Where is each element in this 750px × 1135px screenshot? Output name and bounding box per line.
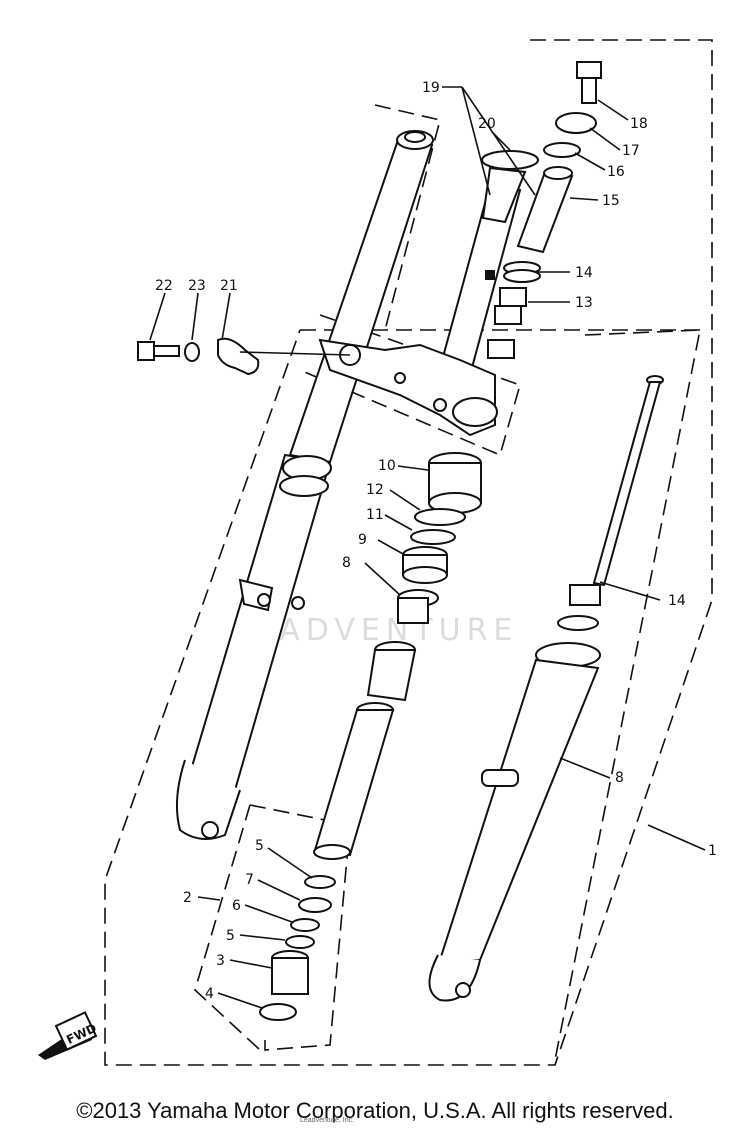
part-11-seal [402, 546, 448, 584]
seal-kit-boundary-2 [194, 804, 261, 1051]
left-outer-tube [176, 453, 332, 840]
callout-5-upper: 5 [255, 838, 264, 854]
part-12-ring [410, 529, 456, 545]
copyright-notice: ©2013 Yamaha Motor Corporation, U.S.A. A… [76, 1098, 674, 1123]
part-14-rod [557, 375, 664, 631]
callout-4: 4 [205, 986, 214, 1002]
callout-15: 13 [575, 295, 593, 311]
part-7-washer [298, 897, 332, 913]
part-10-bushing [397, 589, 439, 624]
callout-24: 22 [155, 278, 173, 294]
part-5-clip-lower [285, 935, 315, 949]
callout-9: 10 [378, 458, 396, 474]
callout-7: 7 [245, 872, 254, 888]
assembly-boundary [104, 39, 713, 1066]
callout-5-lower: 5 [226, 928, 235, 944]
callout-10: 8 [342, 555, 351, 571]
callout-8: 8 [615, 770, 624, 786]
damper-rod [313, 702, 395, 860]
fwd-arrow-icon: FWD [38, 1011, 99, 1060]
callout-19: 17 [622, 143, 640, 159]
front-fork-exploded-diagram: LEADVENTURE [38, 39, 717, 1066]
callout-17: 15 [602, 193, 620, 209]
callout-18: 16 [607, 164, 625, 180]
part-3-seal [271, 950, 309, 995]
callout-1: 1 [708, 843, 717, 859]
under-bracket [318, 338, 498, 437]
callout-3: 3 [216, 953, 225, 969]
callout-21: 19 [422, 80, 440, 96]
part-6-spring [290, 918, 320, 932]
steering-stem [438, 150, 539, 377]
callout-11: 9 [358, 532, 367, 548]
seal-kit-boundary [249, 804, 351, 1051]
part-24-bolt [137, 341, 180, 361]
part-4-ring [259, 1003, 297, 1021]
part-18-ring [543, 142, 581, 158]
part-23-clamp [217, 337, 351, 376]
callout-6: 6 [232, 898, 241, 914]
inner-boundary [554, 329, 701, 1061]
part-15-spring [487, 287, 527, 359]
callout-23: 21 [220, 278, 238, 294]
callout-2: 2 [183, 890, 192, 906]
middle-bushing [366, 641, 417, 702]
part-8-outer-tube [428, 642, 601, 1002]
part-19-washer [555, 112, 597, 134]
part-17-spacer [516, 166, 574, 254]
part-13-ring [414, 508, 466, 526]
left-inner-tube [288, 130, 434, 464]
callouts: 19 20 18 17 16 15 14 13 22 23 21 10 12 1… [155, 80, 717, 1002]
callout-25: 23 [188, 278, 206, 294]
callout-16: 14 [575, 265, 593, 281]
part-16-spring [503, 261, 541, 283]
callout-12: 11 [366, 507, 384, 523]
part-20-bolt [576, 61, 602, 104]
callout-22: 20 [478, 116, 496, 132]
part-9-cap [428, 452, 482, 514]
part-25-washer [184, 342, 200, 362]
callout-20: 18 [630, 116, 648, 132]
callout-14: 14 [668, 593, 686, 609]
part-5-clip-upper [304, 875, 336, 889]
footer-watermark: Leadventure, Inc. [300, 1117, 355, 1124]
callout-13: 12 [366, 482, 384, 498]
leader-lines [149, 86, 706, 1009]
